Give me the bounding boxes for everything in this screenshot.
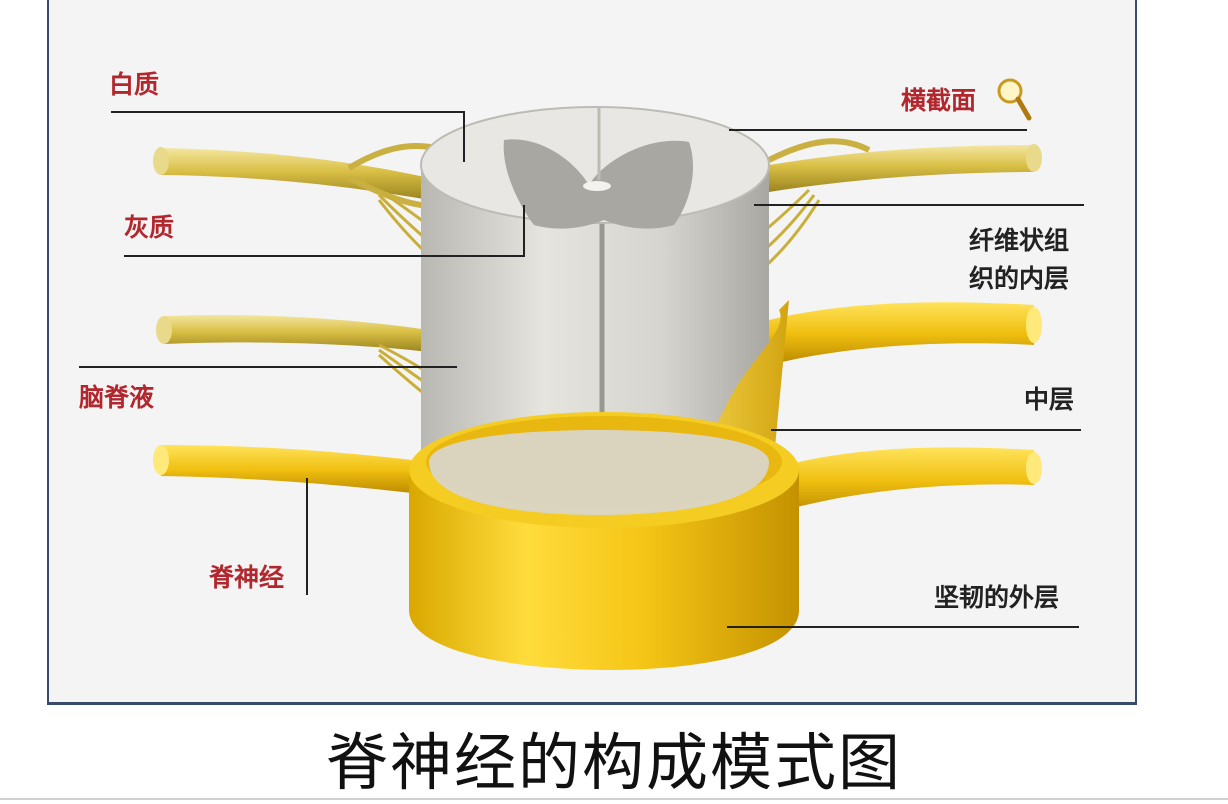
divider [0, 798, 1228, 800]
nerve-left-upper [153, 143, 450, 210]
label-gray-matter: 灰质 [124, 213, 175, 242]
nerve-right-upper [767, 138, 1042, 192]
nerve-right-lower-yellow [769, 447, 1042, 515]
label-csf: 脑脊液 [79, 383, 155, 412]
outer-dura-ring [409, 412, 799, 670]
figure-caption: 脊神经的构成模式图 [325, 726, 902, 799]
label-middle-layer: 中层 [1024, 385, 1075, 414]
label-cross-section: 横截面 [901, 86, 977, 115]
nerve-left-middle [156, 314, 429, 352]
diagram-frame: 白质 灰质 脑脊液 脊神经 横截面 纤维状组织的内层 中层 坚韧的外层 [47, 0, 1137, 705]
leader-white-matter [111, 111, 465, 162]
leader-gray-matter [124, 205, 525, 257]
magnifier-icon [997, 78, 1032, 121]
label-spinal-nerve: 脊神经 [209, 563, 285, 592]
label-white-matter: 白质 [109, 70, 160, 99]
nerve-right-middle-yellow [769, 302, 1042, 365]
spinal-cord-illustration [79, 78, 1084, 670]
leader-lines [79, 111, 1084, 628]
nerve-left-lower [153, 445, 429, 495]
label-outer-layer: 坚韧的外层 [934, 583, 1060, 612]
label-inner-layer: 纤维状组织的内层 [969, 226, 1070, 293]
